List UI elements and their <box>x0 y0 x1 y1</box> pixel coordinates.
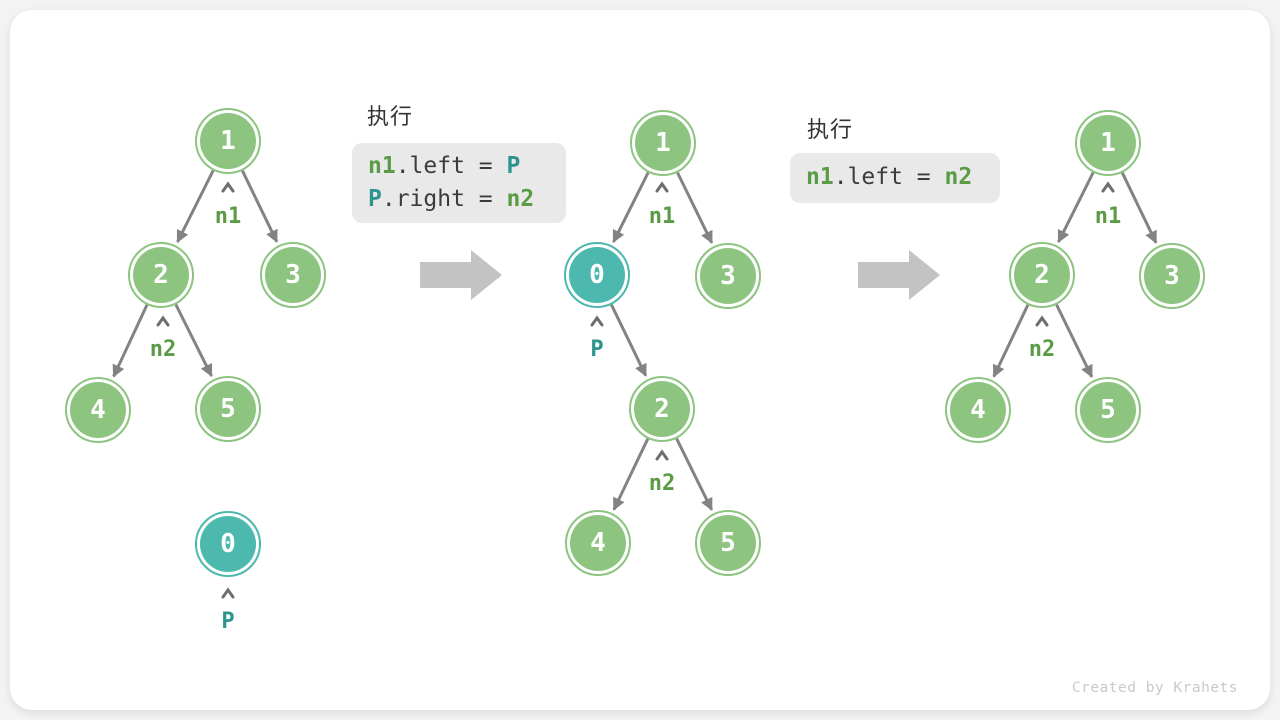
node-value: 4 <box>950 382 1006 438</box>
tree-node: 3 <box>695 243 761 309</box>
caret-up-icon <box>1100 181 1116 193</box>
code-token: n2 <box>944 164 973 190</box>
edge-t3-2-5 <box>1055 303 1094 378</box>
node-value: 1 <box>1080 115 1136 171</box>
pointer-label-p: P <box>590 337 604 362</box>
pointer-label-n2: n2 <box>1028 337 1056 362</box>
tree-node: 4 <box>945 377 1011 443</box>
tree-node: 4 <box>565 510 631 576</box>
tree-node: 1 <box>1075 110 1141 176</box>
node-value: 1 <box>200 113 256 169</box>
caret-up-icon <box>155 315 171 327</box>
node-value: 1 <box>635 115 691 171</box>
tree-node: 2 <box>629 376 695 442</box>
pointer-label-n2: n2 <box>648 471 676 496</box>
tree-node: 5 <box>195 376 261 442</box>
tree-node-p: 0 <box>564 242 630 308</box>
tree-node: 3 <box>260 242 326 308</box>
tree-node: 2 <box>128 242 194 308</box>
edge-t2-2-4 <box>612 438 650 511</box>
pointer-label-p: P <box>221 609 235 634</box>
edge-t3-1-2 <box>1057 171 1095 244</box>
tree-node: 2 <box>1009 242 1075 308</box>
node-value: 5 <box>200 381 256 437</box>
caret-up-icon <box>654 181 670 193</box>
transition-arrow-icon <box>858 250 940 300</box>
edge-t2-2-5 <box>675 437 714 511</box>
node-value: 3 <box>265 247 321 303</box>
edge-t3-1-3 <box>1120 172 1158 244</box>
caret-up-icon <box>220 587 236 599</box>
code-line: n1.left = n2 <box>806 161 1000 194</box>
exec-label: 执行 <box>807 117 854 142</box>
caret-up-icon <box>589 315 605 327</box>
caret-up-icon <box>1034 315 1050 327</box>
code-token: n1 <box>806 164 834 190</box>
code-token: .right = <box>381 186 507 212</box>
edge-t2-1-3 <box>676 171 714 244</box>
edge-t1-1-2 <box>176 169 215 244</box>
edge-t2-1-0 <box>612 171 650 244</box>
tree-node: 5 <box>1075 377 1141 443</box>
transition-arrow-icon <box>420 250 502 300</box>
code-block-1: n1.left = P P.right = n2 <box>352 143 566 223</box>
watermark: Created by Krahets <box>1071 680 1238 696</box>
tree-node-p: 0 <box>195 511 261 577</box>
node-value: 5 <box>1080 382 1136 438</box>
node-value: 3 <box>700 248 756 304</box>
node-value: 4 <box>70 382 126 438</box>
node-value: 0 <box>200 516 256 572</box>
edge-t1-2-4 <box>112 304 149 378</box>
node-value: 2 <box>1014 247 1070 303</box>
code-line: n1.left = P <box>368 150 566 183</box>
edge-t2-0-2 <box>610 304 648 377</box>
pointer-label-n2: n2 <box>149 337 177 362</box>
node-value: 2 <box>133 247 189 303</box>
node-value: 4 <box>570 515 626 571</box>
tree-node: 3 <box>1139 243 1205 309</box>
tree-node: 4 <box>65 377 131 443</box>
edge-t1-1-3 <box>241 170 279 243</box>
edge-t1-2-5 <box>174 303 213 378</box>
caret-up-icon <box>220 181 236 193</box>
code-token: .left = <box>395 153 507 179</box>
edge-t3-2-4 <box>992 304 1030 378</box>
code-token: .left = <box>833 164 945 190</box>
exec-label: 执行 <box>367 104 414 129</box>
code-token: n2 <box>506 186 535 212</box>
node-value: 2 <box>634 381 690 437</box>
code-token: P <box>506 153 521 179</box>
node-value: 3 <box>1144 248 1200 304</box>
caret-up-icon <box>654 449 670 461</box>
code-line: P.right = n2 <box>368 183 566 216</box>
code-block-2: n1.left = n2 <box>790 153 1000 203</box>
tree-node: 5 <box>695 510 761 576</box>
pointer-label-n1: n1 <box>214 204 242 229</box>
code-token: P <box>368 186 382 212</box>
pointer-label-n1: n1 <box>648 204 676 229</box>
tree-node: 1 <box>195 108 261 174</box>
node-value: 0 <box>569 247 625 303</box>
node-value: 5 <box>700 515 756 571</box>
tree-node: 1 <box>630 110 696 176</box>
code-token: n1 <box>368 153 396 179</box>
pointer-label-n1: n1 <box>1094 204 1122 229</box>
